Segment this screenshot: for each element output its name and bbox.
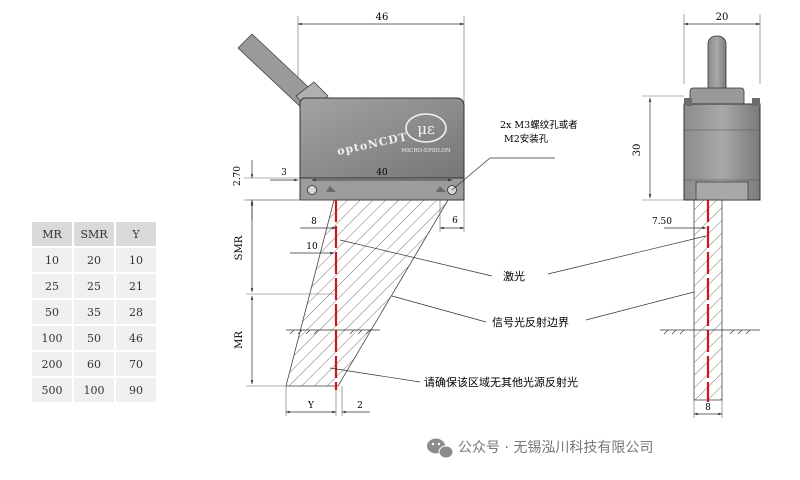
smr-label: SMR [234,235,245,260]
cell: 70 [116,352,156,376]
col-header-mr: MR [32,222,72,246]
reflection-zone [285,199,449,387]
dim-y: Y [307,401,315,411]
dim-10: 10 [306,242,318,252]
svg-text:με: με [417,120,435,138]
micro-epsilon-logo: με MICRO-EPSILON [401,113,451,154]
cell: 25 [74,274,114,298]
laser-leader-front [339,239,493,277]
boundary-leader [391,295,487,323]
front-view: 46 optoNCDT με MICRO-EPSILON [233,12,578,416]
dim-2-70: 2.70 [233,166,243,186]
cell: 200 [32,352,72,376]
dim-40: 40 [376,168,388,178]
mount-hole-left [307,185,317,195]
cell: 10 [116,248,156,272]
cell: 25 [32,274,72,298]
cell: 46 [116,326,156,350]
dim-2: 2 [357,401,363,411]
mount-hole-note-1: 2x M3螺纹孔或者 [500,119,578,131]
sensor-body: optoNCDT με MICRO-EPSILON [299,97,465,201]
warning-label: 请确保该区域无其他光源反射光 [424,375,578,389]
cell: 100 [32,326,72,350]
laser-label: 激光 [503,269,525,283]
cell: 50 [74,326,114,350]
mr-label: MR [234,331,245,349]
cell: 20 [74,248,114,272]
side-view: 20 30 7.50 8 [547,12,761,418]
dim-46: 46 [376,12,389,23]
dim-8-side: 8 [705,403,711,413]
cell: 28 [116,300,156,324]
dim-8-front: 8 [311,217,317,227]
dim-3: 3 [281,168,287,178]
dim-30: 30 [632,144,643,157]
signal-boundary-label: 信号光反射边界 [492,315,569,329]
cell: 100 [74,378,114,402]
zone-leader [329,367,421,383]
watermark-text: 公众号 · 无锡泓川科技有限公司 [458,440,653,456]
cell: 90 [116,378,156,402]
wechat-icon [427,438,454,459]
cell: 10 [32,248,72,272]
dim-7-50: 7.50 [652,217,672,227]
cell: 21 [116,274,156,298]
col-header-smr: SMR [74,222,114,246]
laser-leader-side [547,235,707,275]
boundary-leader-side [585,291,695,321]
col-header-y: Y [116,222,156,246]
cell: 35 [74,300,114,324]
cell: 50 [32,300,72,324]
dim-20: 20 [716,12,729,23]
cell: 500 [32,378,72,402]
watermark: 公众号 · 无锡泓川科技有限公司 [427,438,653,459]
mount-hole-note-2: M2安装孔 [504,133,549,145]
logo-text: MICRO-EPSILON [401,148,451,154]
cell: 60 [74,352,114,376]
dim-6: 6 [452,216,458,226]
